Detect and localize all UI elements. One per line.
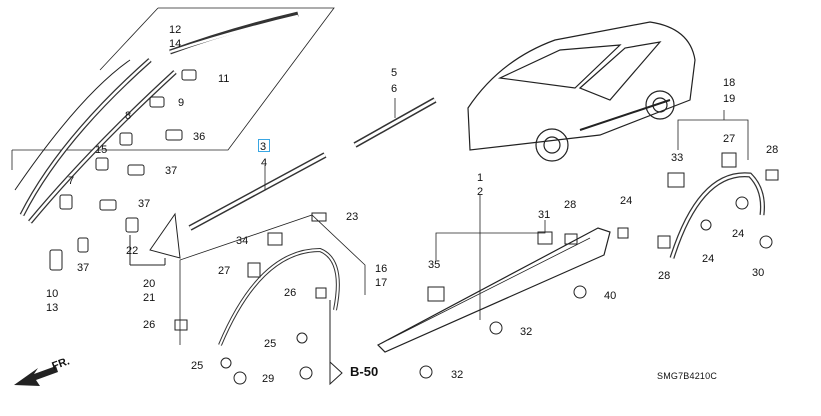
clip-37c xyxy=(77,237,89,253)
part-label-24b[interactable]: 24 xyxy=(702,253,715,265)
clip-34 xyxy=(267,232,283,246)
clip-26a xyxy=(315,287,327,299)
part-label-37c[interactable]: 37 xyxy=(77,262,90,274)
part-label-9[interactable]: 9 xyxy=(178,97,185,109)
part-label-26b[interactable]: 26 xyxy=(143,319,156,331)
screw-24c xyxy=(735,196,749,210)
part-label-36[interactable]: 36 xyxy=(193,131,206,143)
clip-26b xyxy=(174,319,188,331)
clip-24a xyxy=(617,227,629,239)
reference-link-b50[interactable]: B-50 xyxy=(350,364,379,379)
side-sill-molding-1-2 xyxy=(377,227,611,353)
screw-24b xyxy=(700,219,712,231)
part-label-37a[interactable]: 37 xyxy=(165,165,178,177)
part-label-5[interactable]: 5 xyxy=(391,67,398,79)
group-box-door-moldings xyxy=(12,7,335,151)
clip-28b xyxy=(657,235,671,249)
part-label-14[interactable]: 14 xyxy=(169,38,182,50)
part-label-21[interactable]: 21 xyxy=(143,292,156,304)
part-label-16[interactable]: 16 xyxy=(375,263,388,275)
clip-7 xyxy=(59,194,73,210)
screw-25b xyxy=(220,357,232,369)
part-label-28a[interactable]: 28 xyxy=(564,199,577,211)
clip-37b xyxy=(99,199,117,211)
diagram-code: SMG7B4210C xyxy=(657,371,718,381)
bolt-30 xyxy=(759,235,773,249)
part-label-3[interactable]: 3 xyxy=(260,141,267,153)
part-label-28r[interactable]: 28 xyxy=(766,144,779,156)
door-molding-rear xyxy=(19,58,152,217)
part-label-30[interactable]: 30 xyxy=(752,267,765,279)
screw-25a xyxy=(296,332,308,344)
group-box-rear-arch xyxy=(677,119,749,160)
part-label-23[interactable]: 23 xyxy=(346,211,359,223)
roof-molding-14 xyxy=(169,14,299,54)
clip-10 xyxy=(49,249,63,271)
part-label-35[interactable]: 35 xyxy=(428,259,441,271)
clip-35 xyxy=(427,286,445,302)
part-label-17[interactable]: 17 xyxy=(375,277,388,289)
bolt-32b xyxy=(419,365,433,379)
part-label-34[interactable]: 34 xyxy=(236,235,249,247)
clip-9 xyxy=(149,96,165,108)
part-label-15[interactable]: 15 xyxy=(95,144,108,156)
bolt-40 xyxy=(573,285,587,299)
clip-11 xyxy=(181,69,197,81)
part-label-40[interactable]: 40 xyxy=(604,290,617,302)
part-label-4[interactable]: 4 xyxy=(261,157,268,169)
part-label-10[interactable]: 10 xyxy=(46,288,59,300)
part-label-11[interactable]: 11 xyxy=(218,73,230,85)
clip-33 xyxy=(667,172,685,188)
part-label-26a[interactable]: 26 xyxy=(284,287,297,299)
part-label-27[interactable]: 27 xyxy=(218,265,231,277)
highlight-box xyxy=(258,139,270,152)
part-label-22[interactable]: 22 xyxy=(126,245,139,257)
rear-fender-arch-18-19 xyxy=(669,172,765,259)
screw-29 xyxy=(233,371,247,385)
part-label-6[interactable]: 6 xyxy=(391,83,398,95)
part-label-19[interactable]: 19 xyxy=(723,93,736,105)
part-label-24a[interactable]: 24 xyxy=(620,195,633,207)
ref-arrow xyxy=(329,360,343,386)
clip-27r xyxy=(721,152,737,168)
part-label-12[interactable]: 12 xyxy=(169,24,182,36)
part-label-32b[interactable]: 32 xyxy=(451,369,464,381)
fastener-b50 xyxy=(299,366,313,380)
clip-28r xyxy=(765,169,779,181)
part-label-24c[interactable]: 24 xyxy=(732,228,745,240)
part-label-1[interactable]: 1 xyxy=(477,172,484,184)
clip-22 xyxy=(125,217,139,233)
part-label-20[interactable]: 20 xyxy=(143,278,156,290)
clip-37a xyxy=(127,164,145,176)
front-arrow-icon xyxy=(14,366,58,386)
clip-28a xyxy=(564,233,578,245)
part-label-28b[interactable]: 28 xyxy=(658,270,671,282)
clip-15 xyxy=(95,157,109,171)
part-label-25a[interactable]: 25 xyxy=(264,338,277,350)
bolt-32a xyxy=(489,321,503,335)
part-label-31[interactable]: 31 xyxy=(538,209,551,221)
part-label-2[interactable]: 2 xyxy=(477,186,484,198)
part-label-37b[interactable]: 37 xyxy=(138,198,151,210)
clip-8 xyxy=(119,132,133,146)
part-label-29[interactable]: 29 xyxy=(262,373,275,385)
part-label-18[interactable]: 18 xyxy=(723,77,736,89)
part-label-33[interactable]: 33 xyxy=(671,152,684,164)
part-label-32a[interactable]: 32 xyxy=(520,326,533,338)
part-label-7[interactable]: 7 xyxy=(68,175,75,187)
clip-27 xyxy=(247,262,261,278)
garnish-20-21 xyxy=(149,212,181,259)
part-label-25b[interactable]: 25 xyxy=(191,360,204,372)
part-label-13[interactable]: 13 xyxy=(46,302,59,314)
part-label-8[interactable]: 8 xyxy=(125,110,132,122)
part-label-27r[interactable]: 27 xyxy=(723,133,736,145)
clip-31 xyxy=(537,231,553,245)
clip-23 xyxy=(311,212,327,222)
car-silhouette xyxy=(467,21,696,162)
clip-36 xyxy=(165,129,183,141)
